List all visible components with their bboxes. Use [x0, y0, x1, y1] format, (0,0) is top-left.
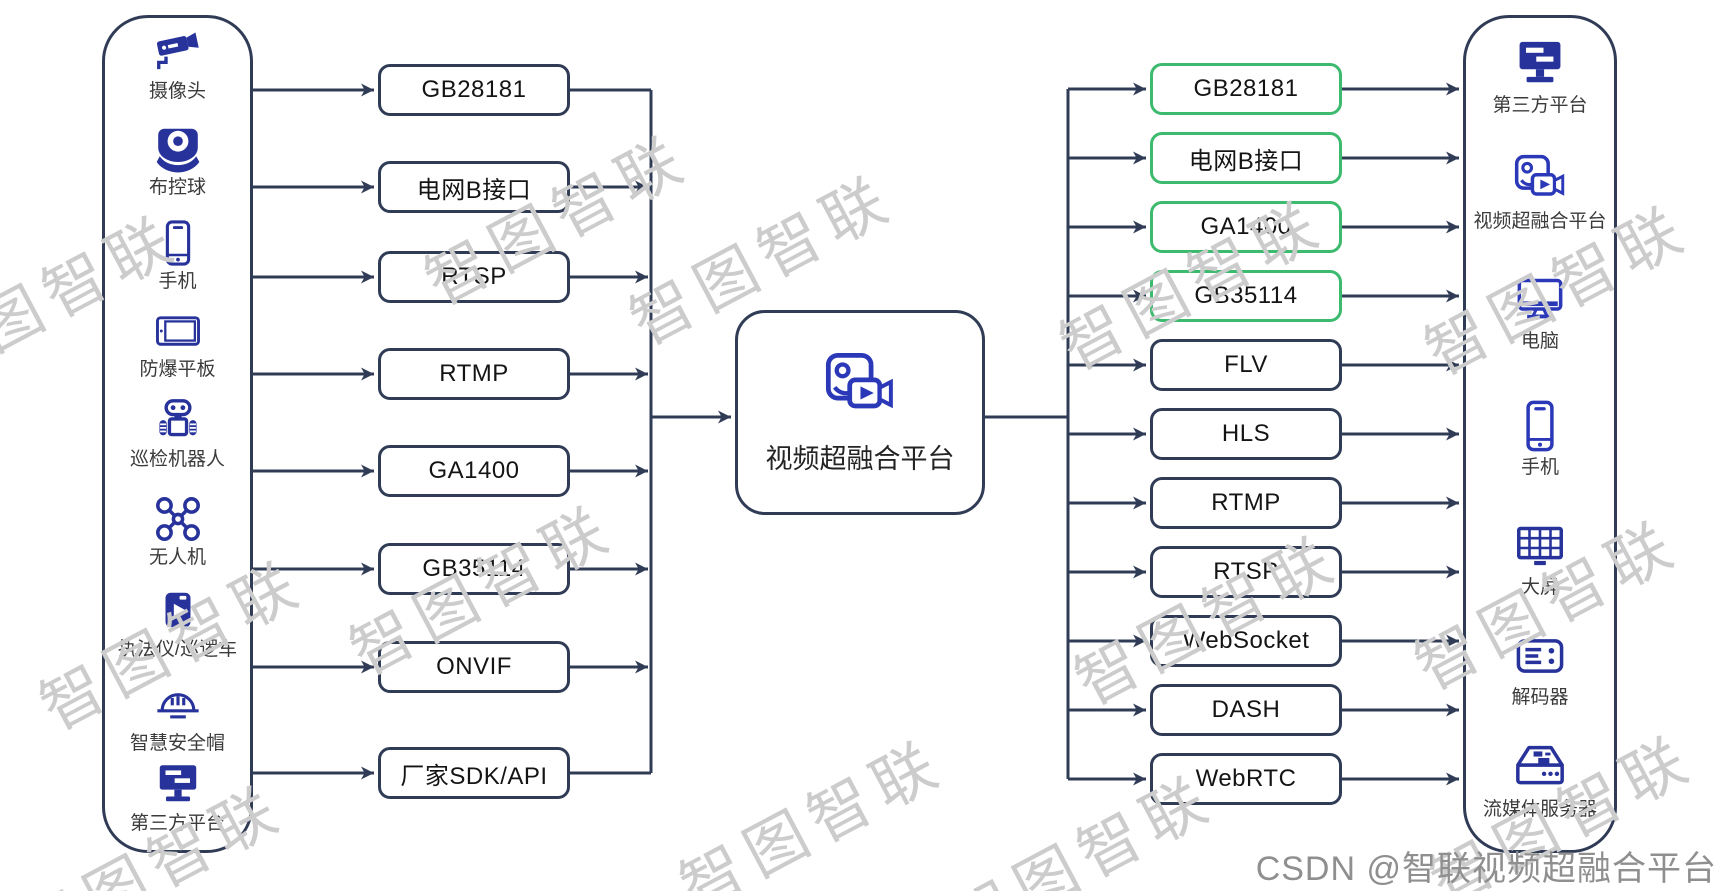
protocol-box: GA1400: [378, 445, 570, 497]
device-item: 解码器: [1463, 628, 1617, 709]
protocol-label: ONVIF: [436, 653, 512, 680]
phone-icon: [1512, 398, 1568, 454]
device-item: 流媒体服务器: [1463, 740, 1617, 821]
bodycam-icon: [153, 586, 203, 636]
protocol-box: RTSP: [378, 251, 570, 303]
protocol-label: GB28181: [1193, 75, 1299, 102]
protocol-label: RTMP: [1211, 489, 1281, 516]
helmet-icon: [153, 680, 203, 730]
protocol-label: 电网B接口: [416, 176, 532, 204]
protocol-label: RTSP: [441, 263, 507, 290]
device-label: 大屏: [1520, 577, 1559, 598]
robot-icon: [153, 396, 203, 446]
device-item: 大屏: [1463, 518, 1617, 599]
device-item: 无人机: [102, 494, 253, 569]
platform-label: 视频超融合平台: [765, 444, 955, 474]
protocol-box: 厂家SDK/API: [378, 747, 570, 799]
device-label: 智慧安全帽: [129, 733, 225, 754]
phone-icon: [153, 218, 203, 268]
protocol-box: ONVIF: [378, 641, 570, 693]
device-label: 防爆平板: [139, 359, 216, 380]
protocol-box: HLS: [1150, 408, 1342, 460]
protocol-label: DASH: [1211, 696, 1281, 723]
protocol-label: 厂家SDK/API: [400, 762, 548, 790]
platform-node: 视频超融合平台: [735, 310, 985, 515]
protocol-box: GB35114: [378, 543, 570, 595]
device-label: 视频超融合平台: [1473, 211, 1607, 232]
device-item: 第三方平台: [102, 760, 253, 835]
media-server-icon: [1512, 740, 1568, 796]
device-item: 手机: [1463, 398, 1617, 479]
ptz-dome-icon: [153, 124, 203, 174]
monitor-platform-icon: [153, 760, 203, 810]
device-label: 手机: [1520, 457, 1559, 478]
cctv-camera-icon: [153, 28, 203, 78]
protocol-box: 电网B接口: [378, 161, 570, 213]
decoder-icon: [1512, 628, 1568, 684]
device-label: 第三方平台: [129, 813, 225, 834]
device-label: 摄像头: [148, 81, 206, 102]
protocol-box: GB28181: [378, 64, 570, 116]
protocol-label: GA1400: [428, 457, 520, 484]
protocol-box: WebSocket: [1150, 615, 1342, 667]
protocol-label: HLS: [1221, 420, 1271, 447]
fusion-platform-icon: [1512, 152, 1568, 208]
protocol-box: 电网B接口: [1150, 132, 1342, 184]
protocol-label: GB35114: [1194, 282, 1298, 309]
protocol-box: RTMP: [1150, 477, 1342, 529]
protocol-box: WebRTC: [1150, 753, 1342, 805]
protocol-label: RTMP: [439, 360, 509, 387]
protocol-label: GB35114: [422, 555, 526, 582]
protocol-label: 电网B接口: [1188, 147, 1304, 175]
device-item: 摄像头: [102, 28, 253, 103]
device-item: 手机: [102, 218, 253, 293]
device-item: 第三方平台: [1463, 36, 1617, 117]
device-label: 流媒体服务器: [1482, 799, 1597, 820]
protocol-box: FLV: [1150, 339, 1342, 391]
protocol-box: DASH: [1150, 684, 1342, 736]
monitor-platform-icon: [1512, 36, 1568, 92]
fusion-platform-icon: [822, 349, 898, 425]
device-label: 无人机: [148, 547, 206, 568]
device-label: 第三方平台: [1492, 95, 1588, 116]
device-item: 执法仪/巡逻车: [102, 586, 253, 661]
device-label: 解码器: [1511, 687, 1569, 708]
protocol-label: WebSocket: [1182, 627, 1310, 654]
protocol-box: GB28181: [1150, 63, 1342, 115]
device-label: 巡检机器人: [129, 449, 225, 470]
protocol-label: GA1400: [1200, 213, 1292, 240]
device-label: 执法仪/巡逻车: [117, 639, 238, 660]
protocol-label: GB28181: [421, 76, 527, 103]
device-label: 手机: [158, 271, 197, 292]
csdn-credit: CSDN @智联视频超融合平台: [1255, 850, 1717, 888]
video-wall-icon: [1512, 518, 1568, 574]
device-item: 电脑: [1463, 272, 1617, 353]
desktop-computer-icon: [1512, 272, 1568, 328]
protocol-box: GA1400: [1150, 201, 1342, 253]
device-item: 智慧安全帽: [102, 680, 253, 755]
device-item: 防爆平板: [102, 306, 253, 381]
tablet-icon: [153, 306, 203, 356]
device-label: 电脑: [1520, 331, 1559, 352]
protocol-label: FLV: [1224, 351, 1268, 378]
protocol-label: WebRTC: [1195, 765, 1297, 792]
drone-icon: [153, 494, 203, 544]
device-item: 布控球: [102, 124, 253, 199]
protocol-box: RTMP: [378, 348, 570, 400]
device-label: 布控球: [148, 177, 206, 198]
device-item: 视频超融合平台: [1463, 152, 1617, 233]
protocol-box: RTSP: [1150, 546, 1342, 598]
protocol-label: RTSP: [1213, 558, 1279, 585]
protocol-box: GB35114: [1150, 270, 1342, 322]
device-item: 巡检机器人: [102, 396, 253, 471]
